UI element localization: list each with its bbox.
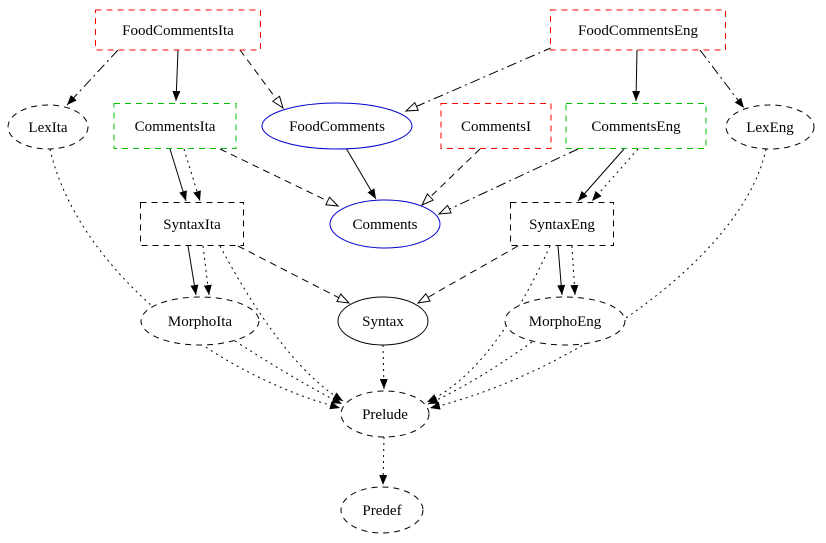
edge-LexEng-to-Prelude-26	[429, 148, 767, 410]
node-FoodCommentsEng: FoodCommentsEng	[550, 9, 726, 51]
node-LexIta-label: LexIta	[28, 120, 67, 136]
node-FoodComments-label: FoodComments	[289, 119, 385, 135]
node-MorphoIta-shape	[140, 296, 260, 346]
node-FoodComments: FoodComments	[261, 102, 413, 150]
edge-Prelude-to-Predef-27	[379, 436, 388, 486]
node-CommentsI: CommentsI	[440, 103, 552, 149]
node-CommentsIta-label: CommentsIta	[135, 119, 216, 135]
node-Syntax: Syntax	[337, 296, 429, 346]
node-LexEng: LexEng	[725, 104, 815, 150]
node-Syntax-label: Syntax	[362, 314, 404, 330]
node-MorphoEng-label: MorphoEng	[529, 314, 602, 330]
edge-SyntaxIta-to-MorphoIta-15	[202, 245, 212, 296]
node-SyntaxEng-shape	[510, 202, 614, 246]
node-Predef: Predef	[340, 486, 424, 534]
edge-CommentsIta-to-SyntaxIta-10	[169, 148, 187, 202]
edge-CommentsEng-to-SyntaxEng-13	[591, 148, 639, 202]
edge-FoodCommentsEng-to-CommentsEng-3	[632, 49, 641, 102]
node-LexIta-shape	[7, 104, 89, 150]
node-Predef-label: Predef	[362, 503, 401, 519]
edge-Syntax-to-Prelude-23	[379, 344, 388, 390]
node-CommentsI-shape	[440, 103, 552, 149]
node-LexEng-shape	[725, 104, 815, 150]
edge-FoodComments-to-Comments-6	[345, 147, 377, 200]
node-CommentsIta: CommentsIta	[113, 103, 237, 149]
node-SyntaxIta: SyntaxIta	[140, 202, 244, 246]
node-Prelude-shape	[340, 390, 430, 438]
node-Syntax-shape	[337, 296, 429, 346]
edges-layer	[49, 46, 767, 486]
edge-CommentsIta-to-Comments-7	[219, 148, 340, 207]
edge-MorphoIta-to-Prelude-22	[234, 340, 343, 405]
node-Predef-shape	[340, 486, 424, 534]
node-FoodComments-shape	[261, 102, 413, 150]
edge-CommentsEng-to-Comments-9	[437, 148, 579, 215]
node-FoodCommentsIta-shape	[95, 9, 261, 51]
node-SyntaxIta-label: SyntaxIta	[163, 217, 221, 233]
edge-FoodCommentsIta-to-LexIta-2	[66, 49, 119, 106]
node-FoodCommentsEng-shape	[550, 9, 726, 51]
edge-FoodCommentsEng-to-FoodComments-4	[404, 46, 554, 112]
node-CommentsI-label: CommentsI	[461, 119, 531, 135]
edge-FoodCommentsIta-to-FoodComments-1	[239, 49, 284, 110]
node-FoodCommentsIta: FoodCommentsIta	[95, 9, 261, 51]
node-MorphoEng: MorphoEng	[504, 296, 626, 346]
edge-MorphoEng-to-Prelude-24	[427, 341, 533, 405]
node-LexEng-label: LexEng	[746, 120, 794, 136]
edge-SyntaxEng-to-MorphoEng-18	[570, 245, 579, 296]
node-LexIta: LexIta	[7, 104, 89, 150]
node-Comments-label: Comments	[352, 217, 417, 233]
edge-LexIta-to-Prelude-20	[49, 148, 341, 410]
edge-SyntaxEng-to-Syntax-19	[416, 245, 519, 304]
node-SyntaxIta-shape	[140, 202, 244, 246]
edge-CommentsI-to-Comments-8	[420, 148, 481, 207]
node-CommentsEng-label: CommentsEng	[591, 119, 681, 135]
node-MorphoEng-shape	[504, 296, 626, 346]
node-MorphoIta: MorphoIta	[140, 296, 260, 346]
edge-SyntaxIta-to-Syntax-16	[237, 245, 351, 304]
node-FoodCommentsIta-label: FoodCommentsIta	[122, 23, 234, 39]
node-Comments: Comments	[329, 199, 441, 249]
node-SyntaxEng: SyntaxEng	[510, 202, 614, 246]
node-FoodCommentsEng-label: FoodCommentsEng	[578, 23, 699, 39]
edge-SyntaxEng-to-MorphoEng-17	[557, 245, 566, 296]
node-CommentsIta-shape	[113, 103, 237, 149]
node-Prelude-label: Prelude	[362, 407, 408, 423]
node-CommentsEng: CommentsEng	[565, 103, 707, 149]
node-CommentsEng-shape	[565, 103, 707, 149]
node-MorphoIta-label: MorphoIta	[168, 314, 232, 330]
edge-SyntaxIta-to-MorphoIta-14	[187, 245, 199, 296]
edge-FoodCommentsEng-to-LexEng-5	[699, 49, 745, 109]
node-Comments-shape	[329, 199, 441, 249]
edge-CommentsEng-to-SyntaxEng-12	[577, 148, 625, 202]
node-SyntaxEng-label: SyntaxEng	[529, 217, 595, 233]
edge-FoodCommentsIta-to-CommentsIta-0	[172, 49, 181, 102]
node-Prelude: Prelude	[340, 390, 430, 438]
edge-CommentsIta-to-SyntaxIta-11	[183, 148, 201, 202]
